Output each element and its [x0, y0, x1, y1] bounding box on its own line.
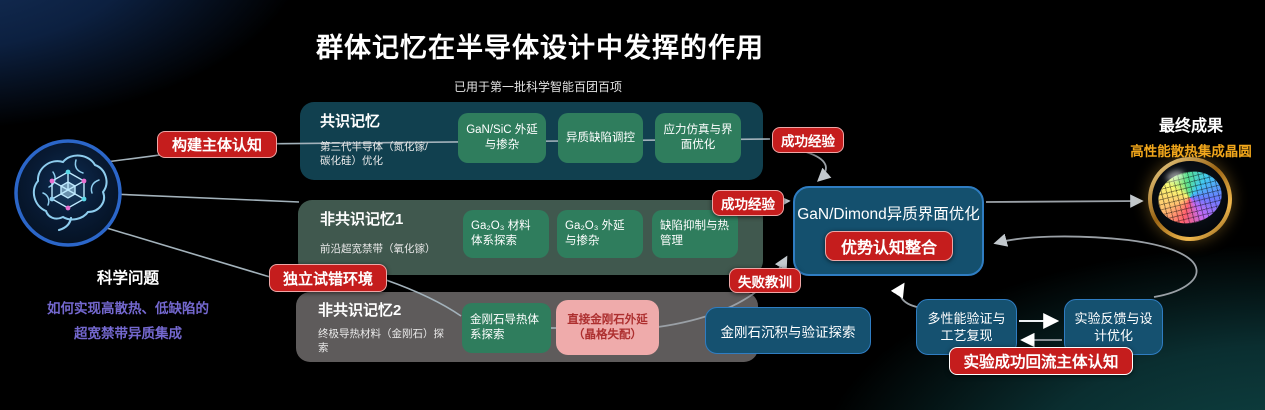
row3-title: 非共识记忆2 [318, 302, 402, 319]
wafer-inner [1152, 161, 1228, 237]
process-box-ga2o3-epitaxy: Ga₂O₃ 外延与掺杂 [557, 210, 643, 258]
process-box-ga2o3-material-system: Ga₂O₃ 材料体系探索 [463, 210, 549, 258]
science-problem-block: 科学问题 如何实现高散热、低缺陷的 超宽禁带异质集成 [6, 266, 250, 346]
center-integration-title: GaN/Dimond异质界面优化 [797, 206, 980, 223]
final-result-title: 最终成果 [1158, 118, 1223, 135]
process-box-gan-sic-epitaxy: GaN/SiC 外延与掺杂 [458, 113, 546, 163]
science-problem-desc-line1: 如何实现高散热、低缺陷的 [47, 301, 209, 316]
process-box-diamond-thermal-system: 金刚石导热体系探索 [462, 303, 551, 353]
badge-cognition-integration: 优势认知整合 [825, 231, 953, 261]
row1-title: 共识记忆 [320, 113, 381, 130]
process-box-defect-suppression: 缺陷抑制与热管理 [652, 210, 738, 258]
badge-success-experience-row1: 成功经验 [772, 127, 844, 153]
science-problem-title: 科学问题 [96, 270, 159, 287]
row2-title: 非共识记忆1 [320, 211, 404, 228]
diamond-deposition-box: 金刚石沉积与验证探索 [705, 307, 871, 354]
experiment-feedback-box: 实验反馈与设计优化 [1064, 299, 1163, 355]
badge-experiment-reflow: 实验成功回流主体认知 [949, 347, 1133, 375]
badge-build-cognition: 构建主体认知 [157, 131, 277, 158]
warning-box-direct-diamond-epitaxy: 直接金刚石外延（晶格失配） [556, 300, 659, 355]
badge-success-experience-row2: 成功经验 [712, 190, 784, 216]
row2-subtitle: 前沿超宽禁带（氧化镓） [320, 243, 436, 255]
row1-subtitle: 第三代半导体（氮化镓/碳化硅）优化 [320, 141, 428, 167]
process-box-hetero-defect-control: 异质缺陷调控 [558, 113, 643, 163]
page-title: 群体记忆在半导体设计中发挥的作用 [316, 33, 764, 63]
process-box-stress-simulation: 应力仿真与界面优化 [655, 113, 741, 163]
brain-network-icon [12, 137, 124, 249]
badge-independent-trial-env: 独立试错环境 [269, 264, 387, 292]
wafer-icon [1148, 157, 1232, 241]
multi-performance-validation-box: 多性能验证与工艺复现 [916, 299, 1017, 355]
final-result-highlight: 高性能散热集成晶圆 [1130, 144, 1252, 159]
row3-subtitle: 终极导热材料（金刚石）探索 [318, 328, 444, 354]
center-integration-box: GaN/Dimond异质界面优化 [793, 186, 984, 276]
wafer-rainbow-disc [1152, 165, 1228, 230]
badge-failure-lesson: 失败教训 [729, 268, 801, 293]
science-problem-desc-line2: 超宽禁带异质集成 [74, 326, 182, 341]
page-subtitle: 已用于第一批科学智能百团百项 [453, 80, 622, 94]
